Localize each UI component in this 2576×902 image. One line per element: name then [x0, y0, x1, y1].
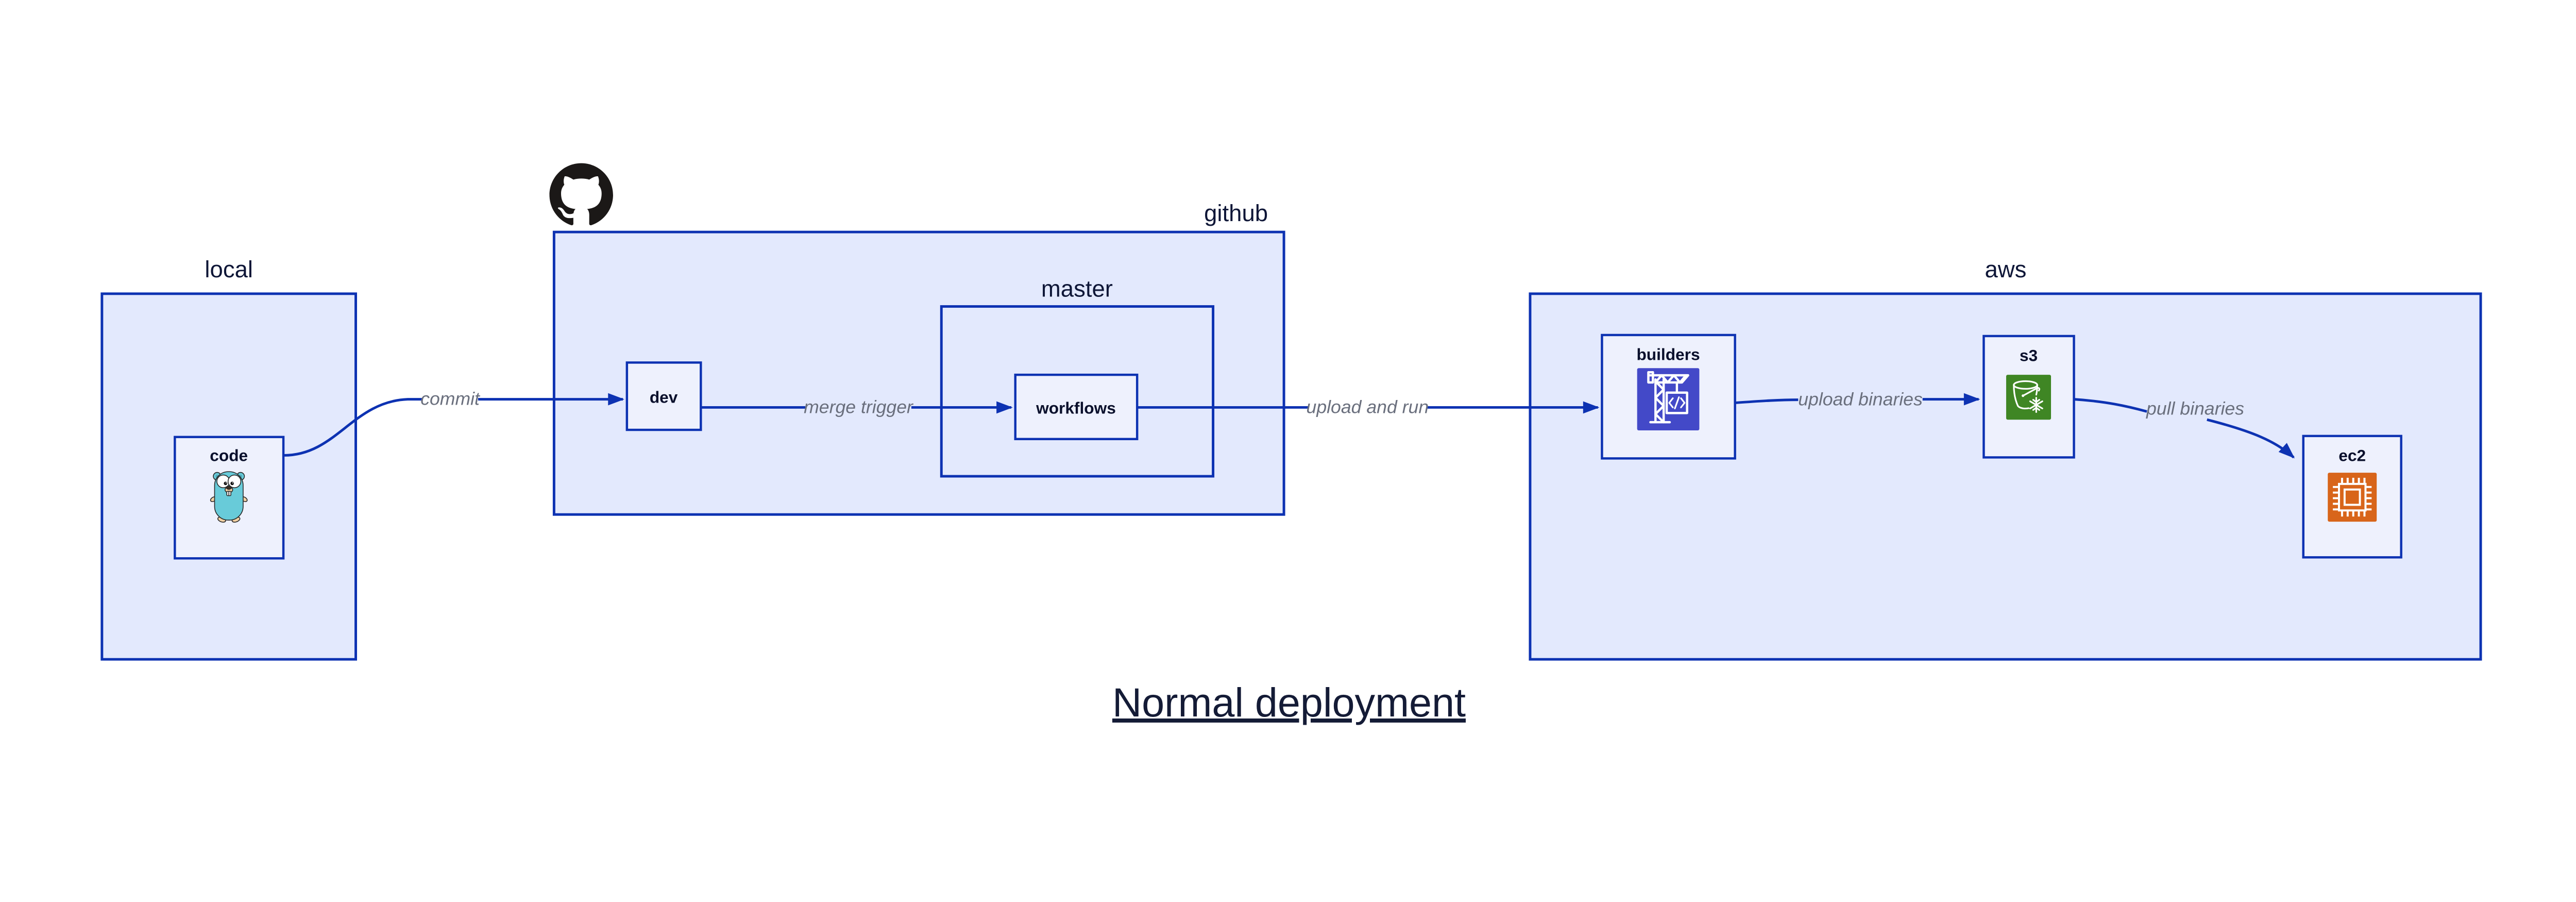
master-container-label: master [1041, 275, 1113, 302]
go-gopher-icon [210, 471, 248, 523]
edge-upload-binaries-label: upload binaries [1798, 389, 1923, 410]
edge-commit-label: commit [420, 389, 481, 409]
edge-merge-trigger: merge trigger [701, 396, 1013, 417]
code-node-label: code [210, 446, 248, 464]
s3-node: s3 [1982, 335, 2075, 459]
builders-node: builders [1601, 333, 1736, 460]
ec2-chip-icon [2328, 473, 2377, 522]
edge-pull-binaries-label: pull binaries [2146, 398, 2244, 419]
workflows-node-label: workflows [1036, 398, 1116, 417]
ec2-node-label: ec2 [2338, 446, 2366, 464]
ec2-node: ec2 [2302, 435, 2402, 559]
diagram-title: Normal deployment [1112, 679, 1466, 725]
edge-pull-binaries: pull binaries [2074, 398, 2295, 459]
s3-glacier-bucket-icon [2006, 375, 2052, 420]
edge-commit: commit [284, 389, 624, 457]
edge-upload-and-run: upload and run [1137, 396, 1600, 417]
builders-node-label: builders [1636, 345, 1700, 364]
dev-node: dev [625, 361, 702, 431]
local-container-label: local [205, 256, 253, 282]
github-octocat-icon [549, 163, 613, 226]
s3-node-label: s3 [2020, 346, 2038, 365]
edge-upload-binaries: upload binaries [1735, 389, 1980, 410]
edge-upload-and-run-label: upload and run [1307, 396, 1429, 417]
workflows-node: workflows [1014, 373, 1139, 441]
github-container-label: github [1204, 200, 1268, 226]
edge-merge-trigger-label: merge trigger [804, 396, 914, 417]
aws-container-label: aws [1985, 256, 2026, 282]
code-node: code [174, 436, 285, 560]
codebuild-crane-icon [1637, 368, 1700, 430]
dev-node-label: dev [650, 388, 678, 407]
